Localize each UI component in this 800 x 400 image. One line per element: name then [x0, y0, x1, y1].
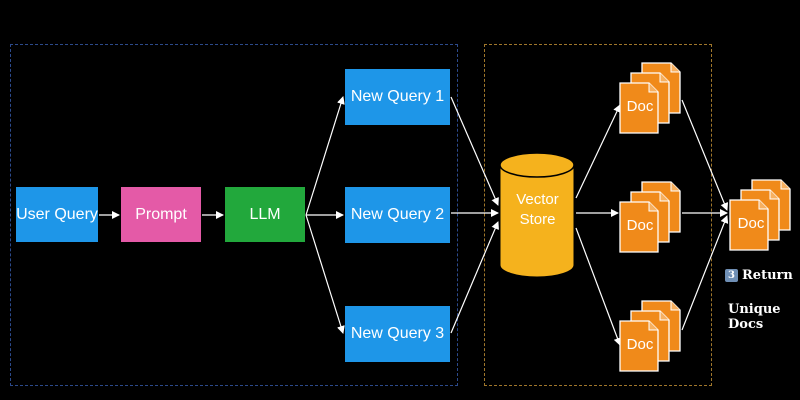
arrow-llm-nq3 — [305, 214, 345, 334]
arrow-vs-doc1 — [575, 104, 621, 199]
vector-store-line2: Store — [519, 211, 556, 228]
vector-store-label: Vector Store — [500, 190, 575, 230]
return-label: 3 Return — [725, 268, 793, 283]
step-number-badge: 3 — [725, 269, 738, 282]
arrow-doc1-final — [681, 99, 729, 211]
doc-stack-final-page-1 — [729, 199, 769, 251]
retrieval-group — [484, 44, 712, 386]
return-text: Return — [742, 268, 793, 283]
new-query-3-node: New Query 3 — [345, 306, 450, 362]
prompt-node: Prompt — [121, 187, 201, 242]
arrow-llm-nq1 — [305, 96, 345, 216]
doc-stack-1-page-1 — [619, 82, 659, 134]
query-generation-group — [10, 44, 458, 386]
doc-label-final: Doc — [737, 215, 765, 232]
doc-label-2: Doc — [626, 217, 654, 234]
doc-stack-3-page-1 — [619, 320, 659, 372]
arrow-nq3-vs — [450, 221, 499, 334]
vector-store-line1: Vector — [516, 191, 559, 208]
llm-node: LLM — [225, 187, 305, 242]
user-query-node: User Query — [16, 187, 98, 242]
doc-label-3: Doc — [626, 336, 654, 353]
doc-stack-2-page-1 — [619, 201, 659, 253]
arrow-nq1-vs — [450, 96, 499, 206]
new-query-1-node: New Query 1 — [345, 69, 450, 125]
new-query-2-node: New Query 2 — [345, 187, 450, 243]
doc-label-1: Doc — [626, 98, 654, 115]
arrow-doc3-final — [681, 215, 729, 331]
arrow-vs-doc3 — [575, 227, 622, 346]
unique-docs-text: Unique Docs — [728, 302, 781, 332]
